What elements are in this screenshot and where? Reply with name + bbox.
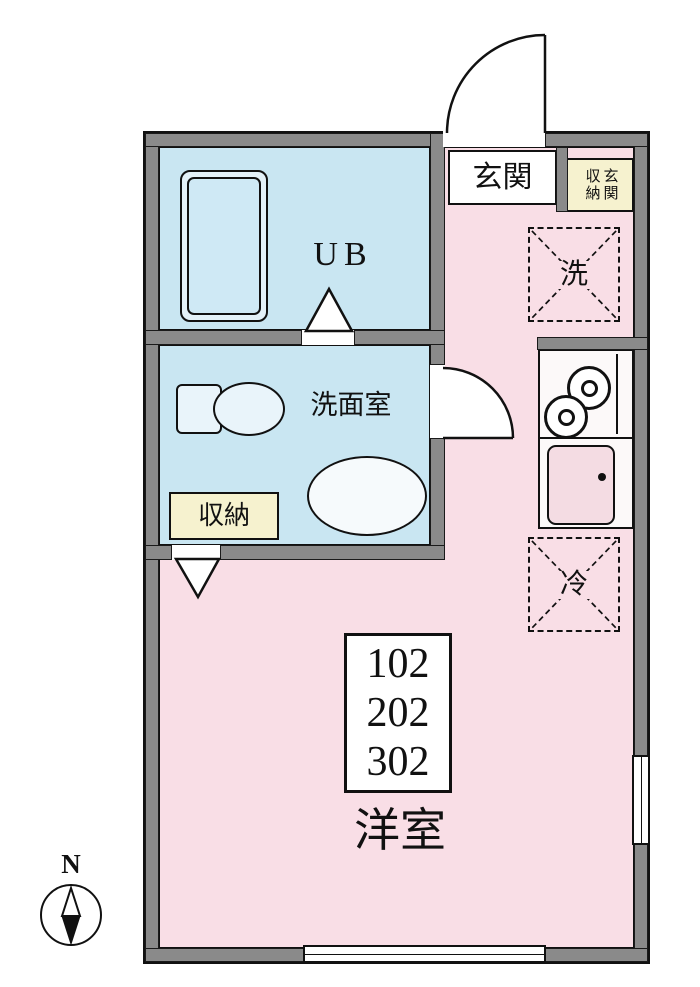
window-pane-line xyxy=(305,954,544,955)
unit-numbers-box: 102 202 302 xyxy=(344,633,452,793)
wall-washroom-bottom-right xyxy=(220,545,445,560)
main-room-label: 洋室 xyxy=(354,805,446,856)
entrance-hall: 玄関 xyxy=(448,150,557,205)
unit-number: 302 xyxy=(366,739,430,785)
closet-door-opening xyxy=(172,545,220,560)
bathtub xyxy=(180,170,268,322)
building-outline xyxy=(143,131,650,964)
unit-number: 102 xyxy=(366,641,430,687)
bathtub-inner-rim xyxy=(187,177,261,315)
wall-entrance-divider xyxy=(556,147,568,212)
stove-burner-2 xyxy=(544,395,588,439)
wall-top-right xyxy=(545,133,648,147)
fridge-space: 冷 xyxy=(528,537,620,632)
wall-kitchen-top xyxy=(537,337,648,350)
burner-center-dot xyxy=(580,379,598,397)
compass-north-label: N xyxy=(61,848,81,879)
wall-bath-right-lower xyxy=(430,438,445,560)
washroom-label: 洗面室 xyxy=(310,389,392,420)
wall-bath-bottom-right xyxy=(354,330,445,345)
storage-closet: 収納 xyxy=(169,492,279,540)
wall-washroom-bottom-left xyxy=(145,545,172,560)
entrance-door-opening xyxy=(443,130,545,147)
wall-bath-right-upper xyxy=(430,133,445,365)
entrance-storage-label-left: 収納 xyxy=(583,168,600,202)
unit-bath-label: UB xyxy=(313,236,373,273)
unit-bath-door-opening xyxy=(302,330,354,345)
entrance-door-arc xyxy=(445,33,546,134)
washroom-door-opening xyxy=(430,365,445,438)
compass xyxy=(40,884,102,946)
stove-edge-line xyxy=(616,354,618,434)
window-pane-line xyxy=(641,757,642,843)
entrance-storage: 収納 玄関 xyxy=(566,158,634,212)
washer-label: 洗 xyxy=(556,260,592,289)
stove-divider-line xyxy=(540,437,632,439)
window-right xyxy=(632,755,650,845)
vanity-basin xyxy=(307,456,427,536)
entrance-storage-label-right: 玄関 xyxy=(601,168,618,202)
washer-space: 洗 xyxy=(528,227,620,322)
unit-number: 202 xyxy=(366,690,430,736)
fridge-label: 冷 xyxy=(556,570,592,599)
wall-top-left xyxy=(145,133,443,147)
kitchen-counter xyxy=(538,349,634,529)
burner-center-dot xyxy=(557,408,575,426)
faucet-dot xyxy=(598,473,606,481)
toilet-bowl xyxy=(213,382,285,436)
wall-bath-bottom-left xyxy=(145,330,302,345)
window-bottom xyxy=(303,945,546,963)
kitchen-sink xyxy=(547,445,615,525)
